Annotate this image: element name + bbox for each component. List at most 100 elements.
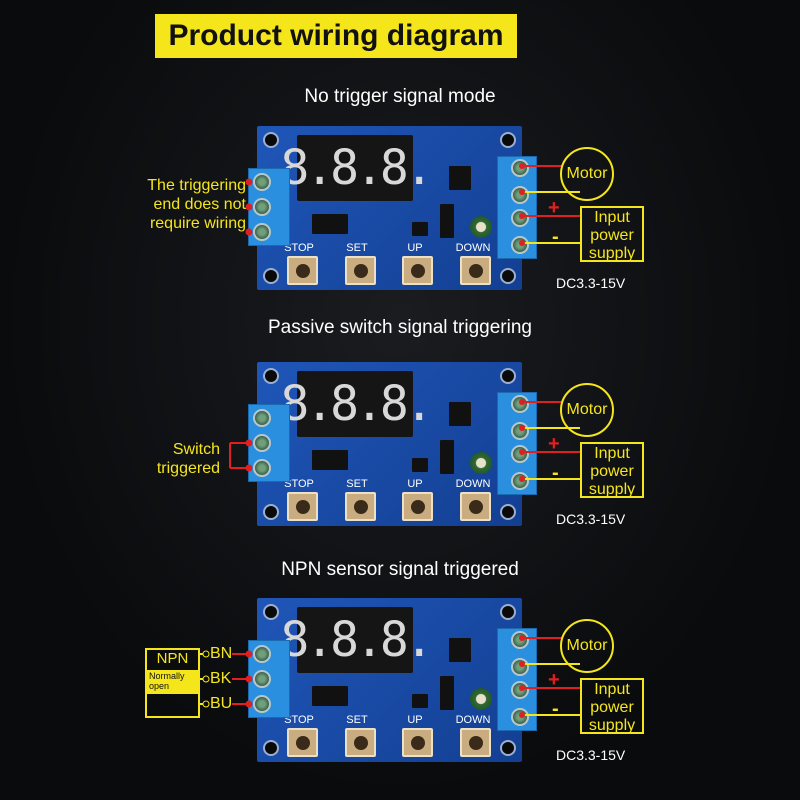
psu-line: Input [594, 681, 630, 698]
no-wiring-note: The triggering [147, 177, 246, 194]
psu-line: power [590, 227, 634, 244]
trigger-wires [200, 650, 253, 708]
trigger-terminal-block [248, 168, 290, 246]
regulator [412, 458, 428, 472]
psu-line: supply [588, 717, 636, 734]
npn-label: NPN [156, 650, 189, 667]
normally-open-label: Normally open [147, 670, 198, 694]
up-button[interactable] [402, 492, 433, 521]
stop-button[interactable] [287, 492, 318, 521]
minus-sign: - [552, 462, 559, 484]
wire-dot [519, 449, 525, 455]
wire-dot [202, 675, 210, 683]
set-button[interactable] [345, 728, 376, 757]
wiring-panel-1: 8.8.8. STOP SET UP DOWN [0, 0, 800, 291]
mounting-hole [263, 268, 279, 284]
set-button[interactable] [345, 256, 376, 285]
wiring-panel-3: 8.8.8. STOP SET UP DOWN [0, 472, 800, 763]
mounting-hole [500, 368, 516, 384]
power-terminal-block [497, 628, 537, 731]
down-button[interactable] [460, 728, 491, 757]
trigger-wires [229, 439, 253, 472]
motor-symbol: Motor [560, 147, 614, 201]
stop-button[interactable] [287, 728, 318, 757]
wire-dot [519, 213, 525, 219]
ic-chip [449, 166, 471, 190]
wire-dot [245, 464, 253, 472]
panel-3-title: NPN sensor signal triggered [281, 559, 519, 580]
wire-label-bu: BU [210, 695, 233, 712]
panel-1-title: No trigger signal mode [304, 86, 496, 107]
screw [253, 459, 271, 477]
down-button[interactable] [460, 492, 491, 521]
relay-chip [312, 450, 348, 470]
wire-dot [245, 650, 253, 658]
set-button[interactable] [345, 492, 376, 521]
psu-line: Input [594, 209, 630, 226]
stop-label: STOP [284, 478, 314, 490]
motor-symbol: Motor [560, 383, 614, 437]
wiring-panel-2: 8.8.8. STOP SET UP DOWN [0, 236, 800, 527]
wire-dot [519, 399, 525, 405]
led-display: 8.8.8. [280, 607, 434, 673]
wire-dot [245, 203, 253, 211]
wire-dot [245, 700, 253, 708]
no-wiring-note: require wiring [149, 215, 246, 232]
mounting-hole [263, 604, 279, 620]
relay-board: 8.8.8. STOP SET UP DOWN [257, 598, 522, 762]
wire-dot [519, 189, 525, 195]
wire-dot [519, 685, 525, 691]
plus-sign: + [548, 433, 560, 455]
screw [253, 409, 271, 427]
wire-dot [519, 163, 525, 169]
regulator [412, 694, 428, 708]
regulator [412, 222, 428, 236]
mounting-hole [263, 740, 279, 756]
wire-dot [245, 228, 253, 236]
diode [440, 676, 454, 710]
screw [253, 645, 271, 663]
psu-line: supply [588, 245, 636, 262]
trigger-wires [245, 178, 253, 236]
switch-triggered-label: triggered [156, 460, 220, 477]
stop-button[interactable] [287, 256, 318, 285]
wire-dot [519, 712, 525, 718]
wire-dot [519, 661, 525, 667]
capacitor [470, 452, 492, 474]
wires [245, 163, 580, 246]
wires [229, 399, 580, 482]
ic-chip [449, 638, 471, 662]
psu-line: power [590, 699, 634, 716]
stop-label: STOP [284, 242, 314, 254]
header-title: Product wiring diagram [155, 14, 517, 58]
screw [253, 173, 271, 191]
mounting-hole [500, 504, 516, 520]
input-power-supply-box: Input power supply [580, 442, 644, 498]
set-label: SET [346, 478, 368, 490]
wire-dot [245, 178, 253, 186]
wire-label-bn: BN [210, 645, 233, 662]
set-label: SET [346, 242, 368, 254]
mounting-hole [263, 504, 279, 520]
voltage-label: DC3.3-15V [556, 275, 626, 291]
trigger-terminal-block [248, 640, 290, 718]
up-button[interactable] [402, 256, 433, 285]
psu-line: power [590, 463, 634, 480]
up-label: UP [407, 478, 423, 490]
mounting-hole [500, 740, 516, 756]
wire-dot [519, 635, 525, 641]
down-label: DOWN [455, 714, 491, 726]
plus-sign: + [548, 197, 560, 219]
capacitor [470, 688, 492, 710]
up-button[interactable] [402, 728, 433, 757]
screw [253, 198, 271, 216]
wire-dot [519, 425, 525, 431]
psu-line: Input [594, 445, 630, 462]
relay-board: 8.8.8. STOP SET UP DOWN [257, 126, 522, 290]
capacitor [470, 216, 492, 238]
down-label: DOWN [455, 242, 491, 254]
mounting-hole [263, 132, 279, 148]
minus-sign: - [552, 698, 559, 720]
down-button[interactable] [460, 256, 491, 285]
